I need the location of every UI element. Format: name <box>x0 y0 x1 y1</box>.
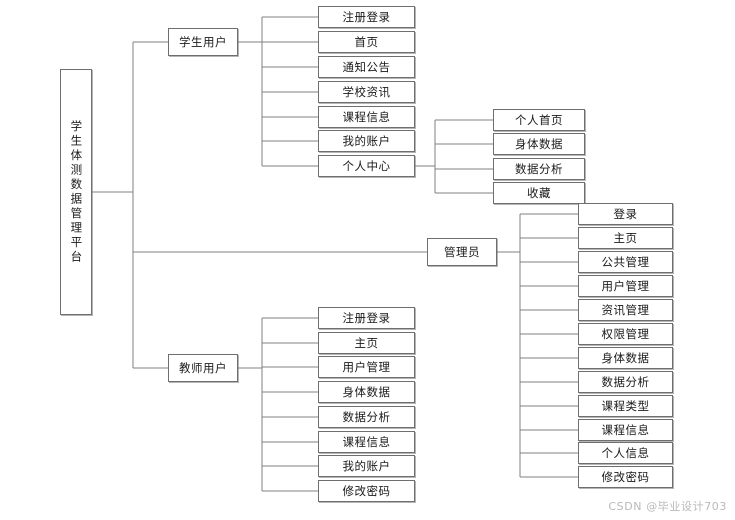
admin-item-11[interactable]: 修改密码 <box>578 466 673 488</box>
personal-center-item-0[interactable]: 个人首页 <box>493 109 585 131</box>
teacher-item-7[interactable]: 修改密码 <box>318 480 415 502</box>
admin-item-0[interactable]: 登录 <box>578 203 673 225</box>
teacher-item-4[interactable]: 数据分析 <box>318 406 415 428</box>
personal-center-item-3[interactable]: 收藏 <box>493 182 585 204</box>
student-item-0[interactable]: 注册登录 <box>318 6 415 28</box>
student-item-2[interactable]: 通知公告 <box>318 56 415 78</box>
branch-node-teacher[interactable]: 教师用户 <box>168 354 238 382</box>
student-item-3[interactable]: 学校资讯 <box>318 81 415 103</box>
admin-item-2[interactable]: 公共管理 <box>578 251 673 273</box>
admin-item-5[interactable]: 权限管理 <box>578 323 673 345</box>
branch-node-admin[interactable]: 管理员 <box>427 238 497 266</box>
root-node[interactable]: 学生体测数据管理平台 <box>60 69 92 315</box>
student-item-4[interactable]: 课程信息 <box>318 106 415 128</box>
student-item-6[interactable]: 个人中心 <box>318 155 415 177</box>
personal-center-item-1[interactable]: 身体数据 <box>493 133 585 155</box>
admin-item-6[interactable]: 身体数据 <box>578 347 673 369</box>
personal-center-item-2[interactable]: 数据分析 <box>493 158 585 180</box>
admin-item-8[interactable]: 课程类型 <box>578 395 673 417</box>
teacher-item-2[interactable]: 用户管理 <box>318 356 415 378</box>
branch-node-student[interactable]: 学生用户 <box>168 28 238 56</box>
teacher-item-1[interactable]: 主页 <box>318 332 415 354</box>
student-item-5[interactable]: 我的账户 <box>318 130 415 152</box>
teacher-item-3[interactable]: 身体数据 <box>318 381 415 403</box>
watermark: CSDN @毕业设计703 <box>608 500 727 513</box>
teacher-item-6[interactable]: 我的账户 <box>318 455 415 477</box>
admin-item-1[interactable]: 主页 <box>578 227 673 249</box>
admin-item-4[interactable]: 资讯管理 <box>578 299 673 321</box>
teacher-item-0[interactable]: 注册登录 <box>318 307 415 329</box>
admin-item-10[interactable]: 个人信息 <box>578 442 673 464</box>
admin-item-7[interactable]: 数据分析 <box>578 371 673 393</box>
teacher-item-5[interactable]: 课程信息 <box>318 431 415 453</box>
admin-item-3[interactable]: 用户管理 <box>578 275 673 297</box>
student-item-1[interactable]: 首页 <box>318 31 415 53</box>
admin-item-9[interactable]: 课程信息 <box>578 419 673 441</box>
